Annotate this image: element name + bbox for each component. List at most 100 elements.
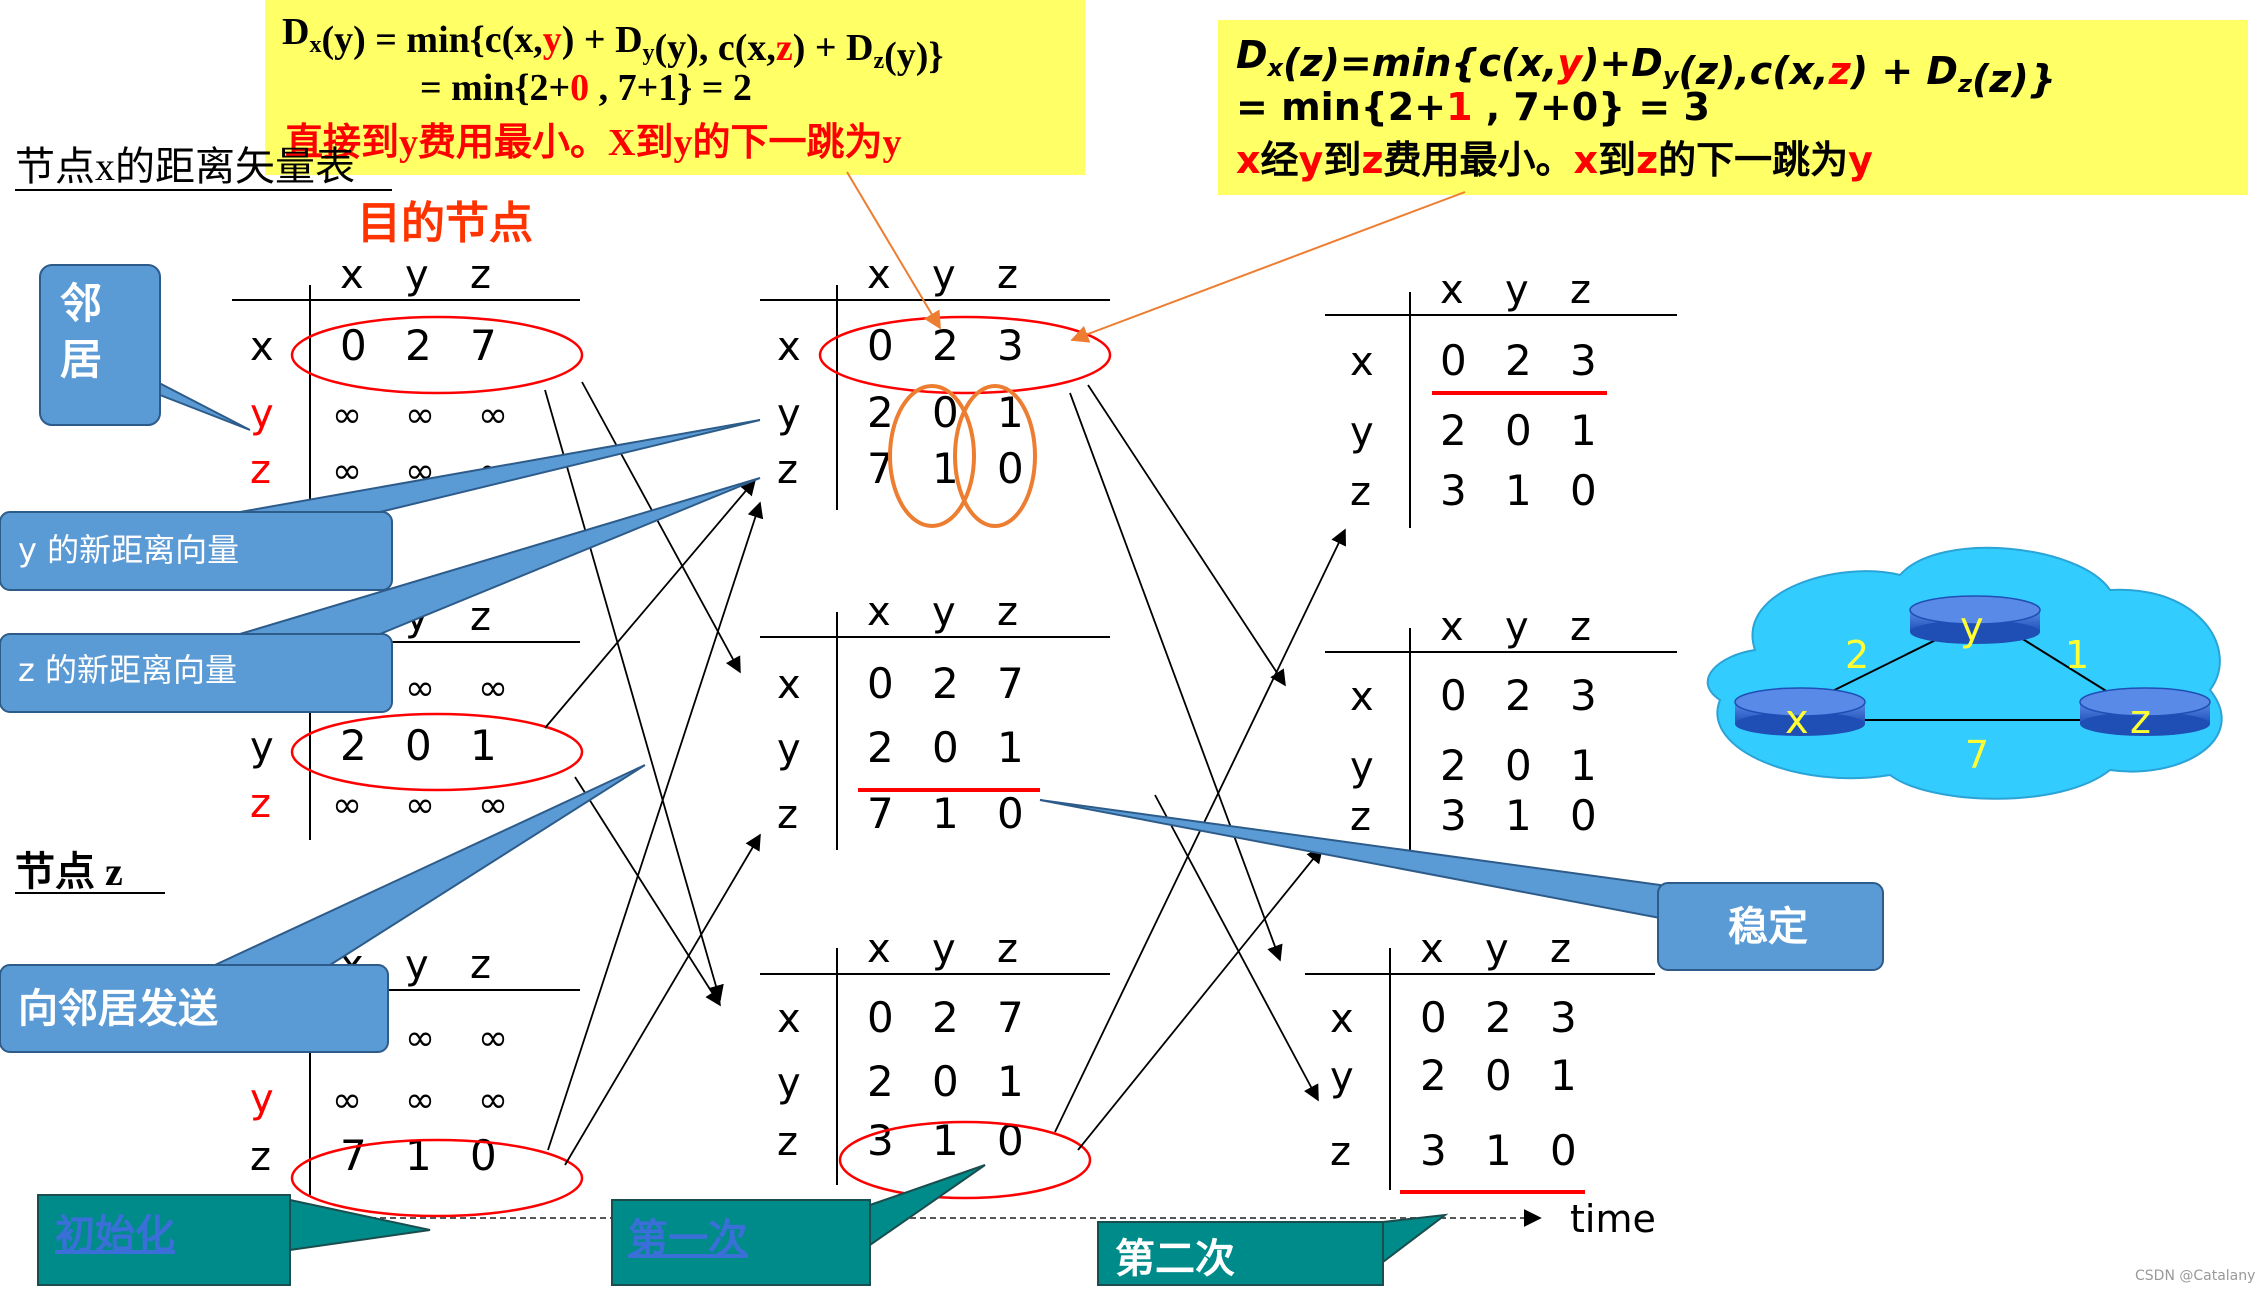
table-cell: 0 xyxy=(1505,741,1532,790)
callout-neighbor-line2: 居 xyxy=(60,335,102,384)
table-cell: 1 xyxy=(932,789,959,838)
table-cell: ∞ xyxy=(332,451,362,492)
table-cell: 7 xyxy=(867,789,894,838)
table-cell: 0 xyxy=(405,721,432,770)
table-cell: 7 xyxy=(340,1131,367,1180)
table-cell: 3 xyxy=(1440,791,1467,840)
formula-right-box: Dx(z)=min{c(x,y)+Dy(z),c(x,z) + Dz(z)} =… xyxy=(1218,20,2248,195)
formula-left-box: Dx(y) = min{c(x,y) + Dy(y), c(x,z) + Dz(… xyxy=(265,0,1085,175)
heading-node-z: 节点 z xyxy=(15,849,123,894)
link-cost-x-y: 2 xyxy=(1845,633,1869,677)
table-cell: 2 xyxy=(1505,336,1532,385)
link-cost-x-z: 7 xyxy=(1965,733,1989,777)
table-cell: 3 xyxy=(1570,671,1597,720)
formula-right-line1: Dx(z)=min{c(x,y)+Dy(z),c(x,z) + Dz(z)} xyxy=(1236,33,2056,101)
callout-second-text: 第二次 xyxy=(1115,1236,1235,1282)
table-cell: ∞ xyxy=(405,1080,435,1121)
table-cell: ∞ xyxy=(332,785,362,826)
column-header: x xyxy=(867,589,891,635)
column-header: z xyxy=(1570,604,1591,650)
table-cell: ∞ xyxy=(405,395,435,436)
network-cloud xyxy=(1706,546,2223,800)
column-header: z xyxy=(470,594,491,640)
row-label: z xyxy=(1350,794,1371,840)
table-cell: 0 xyxy=(932,1057,959,1106)
table-cell: 1 xyxy=(1505,791,1532,840)
row-label: z xyxy=(777,447,798,493)
callout-y-vector: y 的新距离向量 xyxy=(0,419,761,591)
table-cell: 7 xyxy=(997,659,1024,708)
row-label: y xyxy=(1350,744,1374,790)
column-header: z xyxy=(997,252,1018,298)
column-header: z xyxy=(997,589,1018,635)
column-header: z xyxy=(1570,267,1591,313)
heading-destination: 目的节点 xyxy=(357,199,533,248)
table-cell: 1 xyxy=(1505,466,1532,515)
table-cell: 1 xyxy=(1570,741,1597,790)
table-cell: 0 xyxy=(1420,993,1447,1042)
callout-y-vector-text: y 的新距离向量 xyxy=(18,531,239,569)
callout-init: 初始化 xyxy=(37,1194,431,1286)
column-header: z xyxy=(470,942,491,988)
callout-neighbor: 邻 居 xyxy=(39,264,251,431)
row-label: y xyxy=(250,391,274,437)
table-cell: 1 xyxy=(1550,1051,1577,1100)
table-cell: 2 xyxy=(1440,406,1467,455)
callout-init-text: 初始化 xyxy=(55,1212,175,1258)
callout-stable: 稳定 xyxy=(1039,799,1884,971)
row-label: y xyxy=(1350,409,1374,455)
table-cell: 1 xyxy=(997,723,1024,772)
row-label: x xyxy=(1350,339,1374,385)
column-header: z xyxy=(470,252,491,298)
column-header: x xyxy=(867,252,891,298)
row-label: z xyxy=(250,1134,271,1180)
table-cell: 2 xyxy=(932,659,959,708)
callout-first-text: 第一次 xyxy=(628,1216,748,1262)
table-cell: 0 xyxy=(1570,466,1597,515)
message-arrows xyxy=(544,381,1346,1166)
table-cell: ∞ xyxy=(478,1080,508,1121)
highlight-ellipses xyxy=(290,315,1112,1218)
row-label: x xyxy=(777,324,801,370)
table-cell: ∞ xyxy=(332,395,362,436)
table-cell: 0 xyxy=(932,723,959,772)
stable-underlines xyxy=(858,391,1607,1194)
heading-node-x-table: 节点x的距离矢量表 xyxy=(15,144,355,189)
column-header: x xyxy=(1440,604,1464,650)
callout-stable-text: 稳定 xyxy=(1728,904,1808,950)
table-cell: 0 xyxy=(470,1131,497,1180)
row-label: z xyxy=(777,792,798,838)
node-label-z: z xyxy=(2130,697,2151,743)
table-cell: 7 xyxy=(470,321,497,370)
row-label: z xyxy=(777,1119,798,1165)
router-x-icon: x xyxy=(1734,687,1866,743)
table-cell: ∞ xyxy=(478,1018,508,1059)
column-header: x xyxy=(340,252,364,298)
table-cell: ∞ xyxy=(405,1018,435,1059)
callout-neighbor-line1: 邻 xyxy=(60,279,102,328)
table-cell: 0 xyxy=(997,444,1024,493)
row-label: y xyxy=(250,724,274,770)
table-cell: 0 xyxy=(997,789,1024,838)
node-label-x: x xyxy=(1785,697,1809,743)
formula-right-line2: = min{2+1 , 7+0} = 3 xyxy=(1236,85,1710,129)
column-header: x xyxy=(867,926,891,972)
table-cell: 1 xyxy=(405,1131,432,1180)
row-label: y xyxy=(1330,1054,1354,1100)
column-header: y xyxy=(1505,267,1529,313)
callout-z-vector: z 的新距离向量 xyxy=(0,477,761,713)
table-cell: ∞ xyxy=(478,785,508,826)
row-label: z xyxy=(250,781,271,827)
table-cell: 2 xyxy=(405,321,432,370)
row-label: z xyxy=(1350,469,1371,515)
table-cell: 0 xyxy=(1570,791,1597,840)
table-cell: ∞ xyxy=(405,668,435,709)
table-cell: 3 xyxy=(997,321,1024,370)
